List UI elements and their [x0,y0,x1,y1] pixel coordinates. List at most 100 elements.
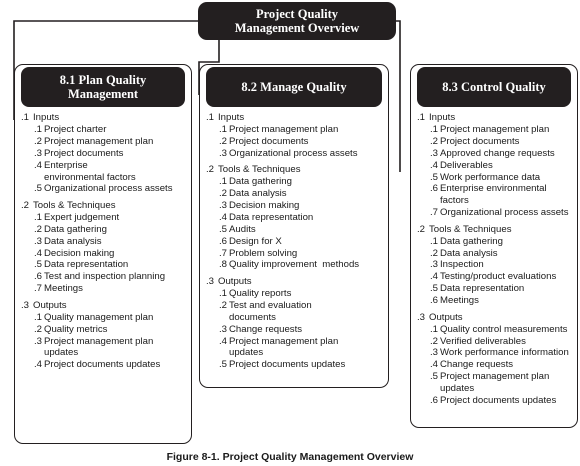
group-number: .3 [21,299,30,311]
group-label: Outputs [33,299,67,311]
item-text: Expert judgement [44,211,120,223]
group-label: Inputs [33,112,60,123]
item-number: .7 [34,283,43,295]
item-text: Project documents [440,135,520,147]
item-text: Quality improvement methods [229,259,360,271]
item-text: Work performance data [440,171,541,183]
item-number: .1 [34,311,43,323]
item-text: Data representation [440,283,525,295]
panel-control-quality-title-line1: 8.3 Control Quality [442,80,546,94]
item-text: Project management plan [440,123,550,135]
item-number: .8 [219,259,228,271]
item-text: Project documents [229,135,309,147]
item-number: .5 [34,183,43,195]
item-text: Project documents updates [44,359,161,371]
group-label: Outputs [218,275,252,287]
item-number: .7 [430,207,439,219]
item-number: .2 [34,135,43,147]
panel-manage-quality-title-line1: 8.2 Manage Quality [241,80,347,94]
item-text: Quality reports [229,287,292,299]
item-text: Data gathering [44,223,107,235]
item-number: .4 [219,335,228,347]
item-number: .4 [219,211,228,223]
item-number: .3 [34,147,43,159]
item-text: Data representation [44,259,129,271]
item-text: Approved change requests [440,147,555,159]
item-text: Inspection [440,259,484,271]
item-number: .5 [430,371,439,383]
item-text: Test and inspection planning [44,271,166,283]
item-number: .1 [34,211,43,223]
item-number: .1 [219,287,228,299]
connector-root-to-control [396,20,401,172]
group-number: .2 [417,223,426,235]
item-text: Project documents [44,147,124,159]
item-number: .4 [34,159,43,171]
item-number: .2 [34,223,43,235]
item-text: Project documents updates [440,395,557,407]
item-text: Quality metrics [44,323,108,335]
item-number: .4 [34,247,43,259]
panel-plan-quality-title-line1: 8.1 Plan Quality [59,73,147,87]
item-number: .6 [34,271,43,283]
item-text: Data analysis [229,188,287,200]
item-text: Organizational process assets [44,183,173,195]
item-number: .1 [430,235,439,247]
group-label: Inputs [218,112,245,123]
item-text: Project charter [44,123,107,135]
group-number: .1 [21,112,30,123]
item-number: .3 [430,347,439,359]
item-number: .5 [219,223,228,235]
item-number: .7 [219,247,228,259]
item-number: .1 [430,323,439,335]
item-number: .5 [430,283,439,295]
root-title-line1: Project Quality [255,7,339,21]
item-text: Project management plan updates [44,335,154,359]
item-number: .3 [34,235,43,247]
panel-control-quality-title: 8.3 Control Quality [417,67,571,107]
item-number: .3 [430,147,439,159]
item-text: Quality control measurements [440,323,568,335]
item-number: .2 [34,323,43,335]
item-text: Data analysis [440,247,498,259]
group-number: .1 [206,112,215,123]
panel-plan-quality-title: 8.1 Plan Quality Management [21,67,185,107]
item-text: Design for X [229,235,282,247]
item-number: .6 [430,295,439,307]
